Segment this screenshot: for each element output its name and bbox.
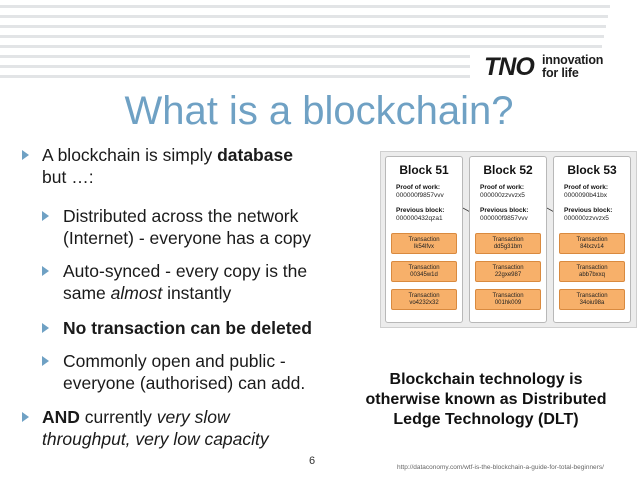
bullet-arrow-icon [42, 266, 49, 276]
block-title: Block 51 [399, 163, 449, 177]
bullet-emphasis: almost [110, 283, 163, 303]
bullet-text: Distributed across the network [63, 206, 299, 226]
bullet-emphasis: very slow [156, 407, 230, 427]
transaction-id: 22gxe987 [494, 272, 522, 278]
proof-of-work-value: 0000090b41bx [564, 192, 608, 199]
block-card: Block 53 Proof of work: 0000090b41bx Pre… [553, 156, 631, 323]
bullet-item: No transaction can be deleted [63, 317, 363, 339]
header-stripe [0, 65, 470, 68]
transaction-id: 84lxzv14 [580, 244, 604, 250]
bullet-emphasis: AND [42, 407, 80, 427]
bullet-text: everyone (authorised) can add. [63, 373, 306, 393]
caption-line: otherwise known as Distributed [365, 391, 607, 408]
transaction-label: Transaction [408, 237, 440, 243]
bullet-arrow-icon [42, 356, 49, 366]
bullet-item: AND currently very slow throughput, very… [42, 406, 342, 450]
bullet-emphasis: throughput, very low capacity [42, 429, 269, 449]
bullet-emphasis: No transaction can be deleted [63, 318, 312, 338]
header-stripe [0, 45, 602, 48]
transaction-label: Transaction [576, 293, 608, 299]
caption-line: Blockchain technology is [389, 371, 583, 388]
bullet-item: A blockchain is simply database but …: [42, 144, 293, 188]
bullet-text: currently [79, 407, 157, 427]
logo-wordmark: TNO [484, 53, 535, 81]
bullet-arrow-icon [42, 211, 49, 221]
bullet-item: Commonly open and public - everyone (aut… [63, 350, 363, 394]
bullet-text: Commonly open and public - [63, 351, 286, 371]
bullet-text: but …: [42, 167, 94, 187]
bullet-arrow-icon [22, 150, 29, 160]
slide-title: What is a blockchain? [124, 89, 514, 133]
bullet-text: Auto-synced - every copy is the [63, 261, 308, 281]
tno-logo: TNO innovation for life [484, 52, 624, 82]
logo-tagline-line1: innovation [542, 53, 604, 67]
caption-line: Ledge Technology (DLT) [393, 411, 579, 428]
block-card: Block 52 Proof of work: 000000zzvvzx5 Pr… [469, 156, 547, 323]
transaction-label: Transaction [408, 293, 440, 299]
header-stripe [0, 15, 608, 18]
proof-of-work-value: 000000zzvvzx5 [480, 192, 525, 199]
bullet-text: instantly [162, 283, 232, 303]
header-stripe [0, 75, 470, 78]
header-stripe [0, 25, 606, 28]
header-stripe [0, 5, 610, 8]
transaction-label: Transaction [408, 265, 440, 271]
source-link[interactable]: http://dataconomy.com/wtf-is-the-blockch… [397, 464, 604, 471]
header-stripe [0, 35, 604, 38]
proof-of-work-label: Proof of work: [480, 184, 525, 191]
bullet-arrow-icon [22, 412, 29, 422]
bullet-text: (Internet) - everyone has a copy [63, 228, 312, 248]
transaction-label: Transaction [576, 237, 608, 243]
bullet-item: Auto-synced - every copy is the same alm… [63, 260, 353, 304]
bullet-arrow-icon [42, 323, 49, 333]
figure-caption: Blockchain technology is otherwise known… [336, 370, 636, 430]
transaction-id: 34oiu98a [579, 300, 605, 306]
transaction-label: Transaction [492, 293, 524, 299]
transaction-label: Transaction [576, 265, 608, 271]
previous-block-value: 000000zzvvzx5 [564, 215, 609, 222]
previous-block-label: Previous block: [564, 207, 613, 214]
bullet-item: Distributed across the network (Internet… [63, 205, 353, 249]
previous-block-label: Previous block: [396, 207, 445, 214]
transaction-id: abb7bxxq [578, 272, 606, 278]
bullet-emphasis: database [217, 145, 293, 165]
previous-block-value: 000000f9857vvv [480, 215, 528, 222]
transaction-id: dd5g31bm [493, 244, 523, 250]
proof-of-work-value: 000000f9857vvv [396, 192, 444, 199]
transaction-label: Transaction [492, 237, 524, 243]
proof-of-work-label: Proof of work: [396, 184, 441, 191]
bullet-text: same [63, 283, 111, 303]
logo-tagline-line2: for life [542, 66, 579, 80]
bullet-text: A blockchain is simply [42, 145, 218, 165]
proof-of-work-label: Proof of work: [564, 184, 609, 191]
block-title: Block 52 [483, 163, 533, 177]
previous-block-label: Previous block: [480, 207, 529, 214]
transaction-id: lk54lfvx [413, 244, 434, 250]
previous-block-value: 000000432qza1 [396, 215, 443, 222]
block-title: Block 53 [567, 163, 617, 177]
transaction-id: 001hk009 [494, 300, 522, 306]
transaction-label: Transaction [492, 265, 524, 271]
header-stripe [0, 55, 470, 58]
blockchain-diagram: Block 51 Proof of work: 000000f9857vvv P… [380, 151, 637, 328]
block-card: Block 51 Proof of work: 000000f9857vvv P… [385, 156, 463, 323]
transaction-id: 00345w1d [410, 272, 438, 278]
transaction-id: vo4232x32 [409, 300, 439, 306]
page-number: 6 [309, 455, 316, 467]
